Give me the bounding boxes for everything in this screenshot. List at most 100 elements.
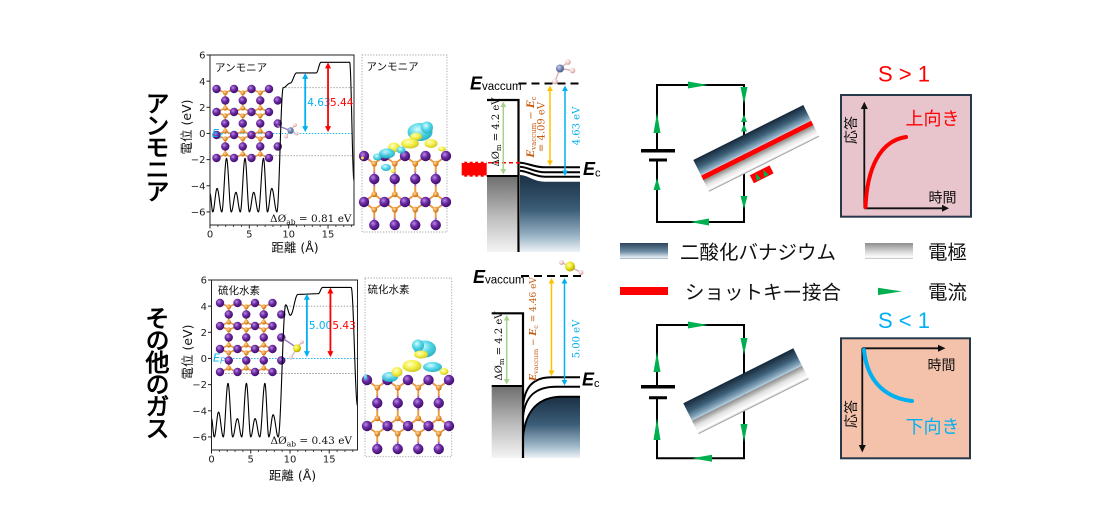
crystal-atom-large — [250, 298, 260, 308]
crystal-atom-large — [233, 321, 242, 331]
electrode-edge — [708, 135, 820, 192]
charge-density-isosurfaces — [363, 339, 449, 382]
current-arrow-icon — [740, 87, 748, 104]
minus-sign: − — [529, 336, 539, 349]
crystal-atom-small — [374, 430, 381, 437]
work-function-value: = 4.2 eV — [491, 97, 502, 145]
potential-curve — [211, 286, 359, 438]
y-tick-label: −2 — [191, 155, 206, 166]
arrow-value-label: 5.43 — [332, 320, 355, 332]
isosurface-cyan — [396, 146, 406, 154]
gas-level-arrow — [562, 85, 568, 176]
crystal-atom-large — [402, 374, 414, 386]
vacuum-minus-conduction-arrow — [548, 278, 555, 376]
current-arrow-icon — [763, 169, 769, 177]
band-line — [519, 165, 580, 174]
y-tick-label: 6 — [199, 51, 205, 62]
schottky-junction-layer — [701, 120, 814, 181]
hydrogen-atom — [293, 123, 297, 127]
arrowhead-down-icon — [325, 126, 332, 133]
schottky-current-indicator — [749, 165, 774, 184]
fermi-symbol: E — [212, 127, 219, 140]
isosurface-yellow — [414, 350, 428, 359]
conduction-band-edge — [519, 161, 580, 169]
delta-value: = 0.81 eV — [296, 213, 352, 225]
crystal-atom-small — [415, 415, 422, 422]
conduction-band-symbol: E — [583, 159, 596, 179]
crystal-atom-small — [257, 151, 263, 157]
crystal-atom-large — [212, 107, 221, 117]
crystal-atom-small — [261, 327, 267, 333]
crystal-atom-large — [410, 219, 421, 231]
crystal-atom-large — [212, 153, 221, 163]
crystal-atom-large — [242, 333, 251, 342]
crystal-atom-large — [413, 443, 424, 455]
band-line — [522, 395, 580, 437]
crystal-atom-large — [264, 84, 274, 94]
crystal-atom-large — [399, 150, 411, 162]
x-axis-label: 時間 — [929, 191, 957, 207]
crystal-atom-large — [247, 153, 256, 163]
delta-value: = 0.43 eV — [296, 435, 352, 447]
isosurface-yellow — [361, 156, 364, 160]
charge-density-panel-ammonia: アンモニア — [358, 54, 452, 233]
response-curve — [863, 135, 908, 209]
fermi-level-label: EF — [213, 352, 225, 366]
crystal-atom-small — [374, 415, 381, 422]
crystal-atom-large — [268, 367, 277, 377]
crystal-atom-small — [243, 327, 249, 333]
arrowhead-up-icon — [562, 85, 568, 91]
vo2-band-block — [520, 175, 580, 252]
legend-item-vo2: 二酸化バナジウム — [620, 241, 836, 264]
schottky-junction-marker — [461, 161, 487, 177]
crystal-large-atoms — [212, 84, 282, 163]
crystal-atom-large — [250, 344, 260, 354]
x-axis-label: 距離 (Å) — [271, 240, 318, 255]
panel-label: 硫化水素 — [368, 283, 410, 296]
work-function-subscript: m — [498, 358, 506, 365]
electrode-edge — [698, 378, 809, 435]
conduction-subscript: c — [532, 325, 540, 329]
crystal-atom-large — [372, 397, 383, 409]
current-arrow-icon — [878, 287, 902, 295]
crystal-atom-large — [264, 153, 274, 163]
crystal-atom-small — [226, 327, 232, 333]
crystal-atom-large — [369, 173, 380, 185]
y-tick-label: −2 — [192, 380, 207, 391]
plot-frame — [211, 279, 358, 451]
vacuum-minus-conduction-value: = 4.09 eV — [537, 101, 548, 152]
vacuum-symbol: E — [529, 374, 539, 382]
nitrogen-atom — [287, 127, 294, 134]
legend-label: 二酸化バナジウム — [680, 241, 836, 264]
metal-block — [487, 176, 519, 252]
current-arrow-icon — [692, 454, 712, 462]
panel-frame — [361, 54, 448, 233]
y-tick-label: 4 — [199, 77, 205, 88]
band-line — [522, 385, 580, 417]
crystal-atom-large — [440, 150, 452, 162]
vacuum-subscript: vaccum — [532, 349, 540, 375]
arrow-value-label: 5.44 — [330, 97, 354, 109]
hydrogen-sulfide-molecule — [282, 337, 304, 360]
current-arrow-icon — [688, 321, 708, 329]
x-axis-arrowhead-icon — [938, 344, 946, 352]
gas-level-label: 4.63 eV — [572, 106, 583, 145]
crystal-atom-small — [435, 384, 442, 391]
isosurface-yellow — [424, 139, 438, 148]
crystal-atom-large — [389, 219, 400, 231]
y-axis-label: 電位 (eV) — [180, 325, 195, 380]
crystal-atom-small — [243, 350, 249, 356]
crystal-atom-large — [229, 130, 239, 140]
legend-item-current: 電流 — [878, 281, 967, 304]
delta-subscript: ab — [287, 440, 296, 449]
crystal-atom-large — [392, 397, 403, 409]
crystal-atom-small — [371, 191, 378, 198]
legend-item-electrode: 電極 — [865, 241, 967, 264]
crystal-atom-small — [222, 136, 228, 142]
electrode-layer — [703, 125, 819, 192]
current-arrow-icon — [653, 113, 661, 133]
x-axis-label: 距離 (Å) — [269, 468, 316, 483]
